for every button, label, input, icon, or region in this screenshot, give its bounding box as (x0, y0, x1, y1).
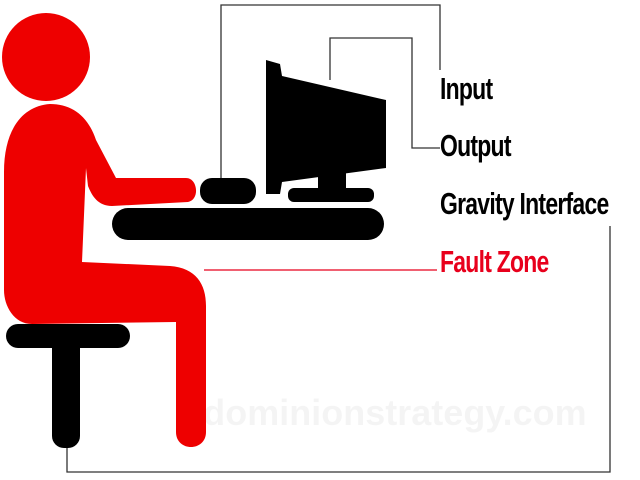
stool-icon (6, 324, 130, 448)
monitor-icon (266, 60, 386, 202)
fault-zone-label: Fault Zone (440, 244, 549, 279)
watermark-text: dominionstrategy.com (203, 392, 586, 433)
output-label: Output (440, 128, 511, 163)
connector-lines (66, 4, 611, 473)
desk-icon (112, 208, 384, 240)
gravity-interface-label: Gravity Interface (440, 186, 609, 221)
gravity-connector (66, 226, 611, 473)
output-connector (329, 37, 440, 149)
input-connector (220, 4, 441, 178)
input-label: Input (440, 71, 493, 106)
person-icon (2, 13, 206, 447)
mouse-icon (200, 178, 256, 204)
